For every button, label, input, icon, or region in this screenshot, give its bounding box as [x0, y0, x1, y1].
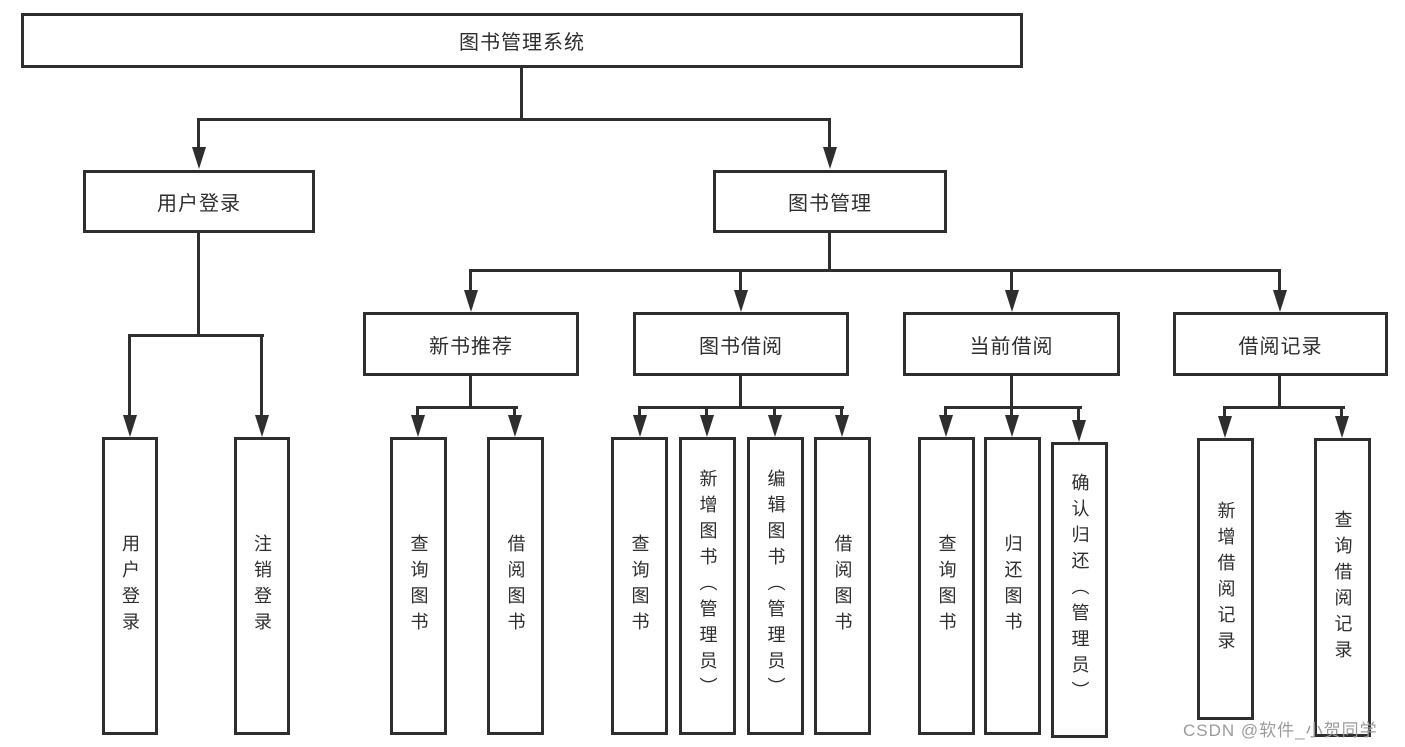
connector-line — [128, 334, 264, 337]
node-label: 借阅图书 — [832, 534, 853, 638]
node-label: 图书借阅 — [699, 335, 783, 358]
connector-line — [1278, 269, 1281, 303]
node-label: 新增图书（管理员） — [697, 469, 718, 703]
connector-line — [1010, 376, 1013, 409]
node-label: 图书管理 — [788, 193, 872, 215]
arrow-down-icon — [835, 415, 849, 437]
node-book-borrow: 图书借阅 — [633, 312, 849, 376]
arrow-down-icon — [700, 415, 714, 437]
arrow-down-icon — [1005, 290, 1019, 312]
arrow-down-icon — [633, 415, 647, 437]
connector-line — [260, 334, 263, 428]
watermark: CSDN @软件_小贺同学 — [1183, 721, 1378, 740]
connector-line — [469, 376, 472, 409]
node-add-book-admin: 新增图书（管理员） — [679, 437, 736, 735]
node-return-books: 归还图书 — [984, 437, 1041, 735]
node-current-borrow: 当前借阅 — [903, 312, 1120, 376]
arrow-down-icon — [939, 415, 953, 437]
connector-line — [197, 233, 200, 337]
node-label: 查询图书 — [408, 534, 429, 638]
connector-line — [197, 118, 200, 160]
node-borrow-records: 借阅记录 — [1173, 312, 1388, 376]
arrow-down-icon — [768, 415, 782, 437]
node-query-books-borrow: 查询图书 — [611, 437, 668, 735]
node-user-login: 用户登录 — [83, 170, 315, 233]
connector-line — [469, 269, 472, 303]
arrow-down-icon — [1218, 416, 1232, 438]
node-label: 图书管理系统 — [459, 32, 585, 54]
node-label: 当前借阅 — [969, 335, 1054, 358]
arrow-down-icon — [411, 415, 425, 437]
node-label: 借阅记录 — [1238, 335, 1323, 358]
arrow-down-icon — [734, 290, 748, 312]
connector-line — [828, 233, 831, 272]
node-borrow-books-leaf: 借阅图书 — [814, 437, 871, 735]
arrow-down-icon — [123, 415, 137, 437]
connector-line — [1278, 376, 1281, 409]
node-label: 编辑图书（管理员） — [765, 469, 786, 703]
arrow-down-icon — [464, 290, 478, 312]
connector-line — [739, 269, 742, 303]
connector-line — [1223, 406, 1345, 409]
node-label: 归还图书 — [1002, 534, 1023, 638]
node-label: 新增借阅记录 — [1215, 501, 1236, 657]
node-logout: 注销登录 — [234, 437, 290, 735]
node-query-books-current: 查询图书 — [918, 437, 975, 735]
connector-line — [638, 406, 844, 409]
node-label: 注销登录 — [252, 534, 272, 638]
arrow-down-icon — [1005, 415, 1019, 437]
arrow-down-icon — [192, 147, 206, 169]
node-query-borrow-record: 查询借阅记录 — [1314, 438, 1371, 737]
node-new-book-recommend: 新书推荐 — [363, 312, 579, 376]
connector-line — [469, 269, 1281, 272]
node-borrow-books-recommend: 借阅图书 — [487, 437, 544, 735]
node-user-login-leaf: 用户登录 — [102, 437, 158, 735]
connector-line — [520, 68, 523, 120]
node-label: 查询借阅记录 — [1332, 509, 1353, 666]
connector-line — [739, 376, 742, 409]
node-confirm-return-admin: 确认归还（管理员） — [1051, 442, 1108, 738]
node-add-borrow-record: 新增借阅记录 — [1197, 438, 1254, 720]
node-query-books-recommend: 查询图书 — [390, 437, 447, 735]
node-label: 用户登录 — [157, 193, 241, 215]
connector-line — [416, 406, 518, 409]
node-label: 新书推荐 — [429, 335, 513, 358]
arrow-down-icon — [1335, 416, 1349, 438]
node-label: 查询图书 — [629, 534, 650, 638]
connector-line — [128, 334, 131, 428]
node-label: 查询图书 — [936, 534, 957, 638]
node-label: 借阅图书 — [505, 534, 526, 638]
connector-line — [944, 406, 1082, 409]
arrow-down-icon — [255, 415, 269, 437]
connector-line — [828, 118, 831, 160]
node-label: 确认归还（管理员） — [1069, 473, 1090, 707]
arrow-down-icon — [1072, 420, 1086, 442]
connector-line — [197, 118, 831, 121]
node-edit-book-admin: 编辑图书（管理员） — [747, 437, 804, 735]
node-label: 用户登录 — [120, 534, 140, 638]
connector-line — [1010, 269, 1013, 303]
node-library-system: 图书管理系统 — [21, 13, 1023, 68]
node-book-management: 图书管理 — [713, 170, 947, 233]
arrow-down-icon — [508, 415, 522, 437]
arrow-down-icon — [1273, 290, 1287, 312]
arrow-down-icon — [823, 147, 837, 169]
